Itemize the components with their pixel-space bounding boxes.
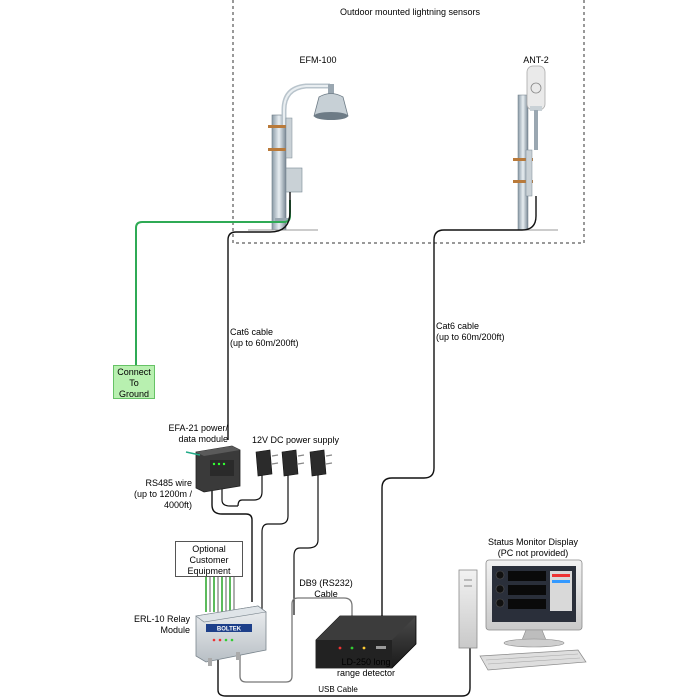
ribbon-wires: [205, 577, 235, 612]
db9-line2: Cable: [314, 589, 338, 599]
erl-line1: ERL-10 Relay: [133, 614, 190, 624]
cat6-right-line1: Cat6 cable: [436, 321, 480, 331]
status-monitor-label: Status Monitor Display (PC not provided): [478, 537, 588, 559]
cat6-left-label: Cat6 cable (up to 60m/200ft): [230, 327, 299, 349]
relay-label-plate: [206, 624, 252, 632]
db9-label: DB9 (RS232) Cable: [296, 578, 356, 600]
boltek-logo: BOLTEK: [217, 627, 242, 633]
rs485-label: RS485 wire (up to 1200m / 4000ft): [118, 478, 192, 511]
db9-cable: [239, 597, 353, 683]
ground-line2: To: [129, 378, 139, 388]
outdoor-area-border: [232, 0, 585, 244]
cat6-cable-left: [227, 192, 291, 440]
ant-2-sensor: [513, 65, 546, 231]
cat6-left-line2: (up to 60m/200ft): [230, 338, 299, 348]
power-supply-2: [281, 449, 305, 477]
efa-21-module: [185, 445, 241, 493]
ld-250-detector: [315, 615, 417, 669]
rs485-line1: RS485 wire: [145, 478, 192, 488]
psu-cord-1: [237, 475, 263, 507]
ground-line1: Connect: [117, 367, 151, 377]
erl-10-label: ERL-10 Relay Module: [128, 614, 190, 636]
optional-line2: Customer: [189, 555, 229, 565]
cat6-right-label: Cat6 cable (up to 60m/200ft): [436, 321, 505, 343]
ld-250-label: LD-250 long range detector: [328, 657, 404, 679]
status-line1: Status Monitor Display: [487, 537, 579, 547]
power-supply-3: [309, 449, 333, 477]
rs485-line2: (up to 1200m /: [133, 489, 192, 499]
status-monitor-pc: [458, 559, 587, 671]
usb-cable: [217, 640, 471, 697]
efa-line2: data module: [178, 434, 228, 444]
cat6-right-line2: (up to 60m/200ft): [436, 332, 505, 342]
efa-21-label: EFA-21 power/ data module: [160, 423, 228, 445]
psu-cord-2: [248, 475, 289, 621]
psu-label: 12V DC power supply: [252, 435, 340, 445]
optional-line1: Optional: [192, 544, 226, 554]
db9-line1: DB9 (RS232): [299, 578, 353, 588]
ground-line3: Ground: [118, 389, 150, 399]
ld-line1: LD-250 long: [341, 657, 391, 667]
efm-100-sensor: [268, 83, 349, 231]
efa-to-relay-wire: [211, 455, 253, 602]
optional-line3: Equipment: [187, 566, 231, 576]
efm-100-label: EFM-100: [299, 55, 337, 65]
cat6-left-line1: Cat6 cable: [230, 327, 274, 337]
ant-2-label: ANT-2: [523, 55, 549, 65]
erl-10-relay-module: BOLTEK: [195, 605, 267, 666]
efa-line1: EFA-21 power/: [168, 423, 228, 433]
outdoor-area-title: Outdoor mounted lightning sensors: [339, 7, 481, 17]
erl-line2: Module: [160, 625, 190, 635]
usb-cable-label: USB Cable: [318, 685, 358, 694]
cat6-cable-right: [381, 196, 537, 620]
ld-line2: range detector: [336, 668, 396, 678]
optional-equipment-box: Optional Customer Equipment: [175, 541, 243, 577]
rs485-line3: 4000ft): [163, 500, 192, 510]
status-line2: (PC not provided): [497, 548, 569, 558]
power-supply-1: [255, 449, 279, 477]
psu-cord-3: [293, 475, 319, 615]
connect-to-ground-box: Connect To Ground: [113, 365, 155, 399]
